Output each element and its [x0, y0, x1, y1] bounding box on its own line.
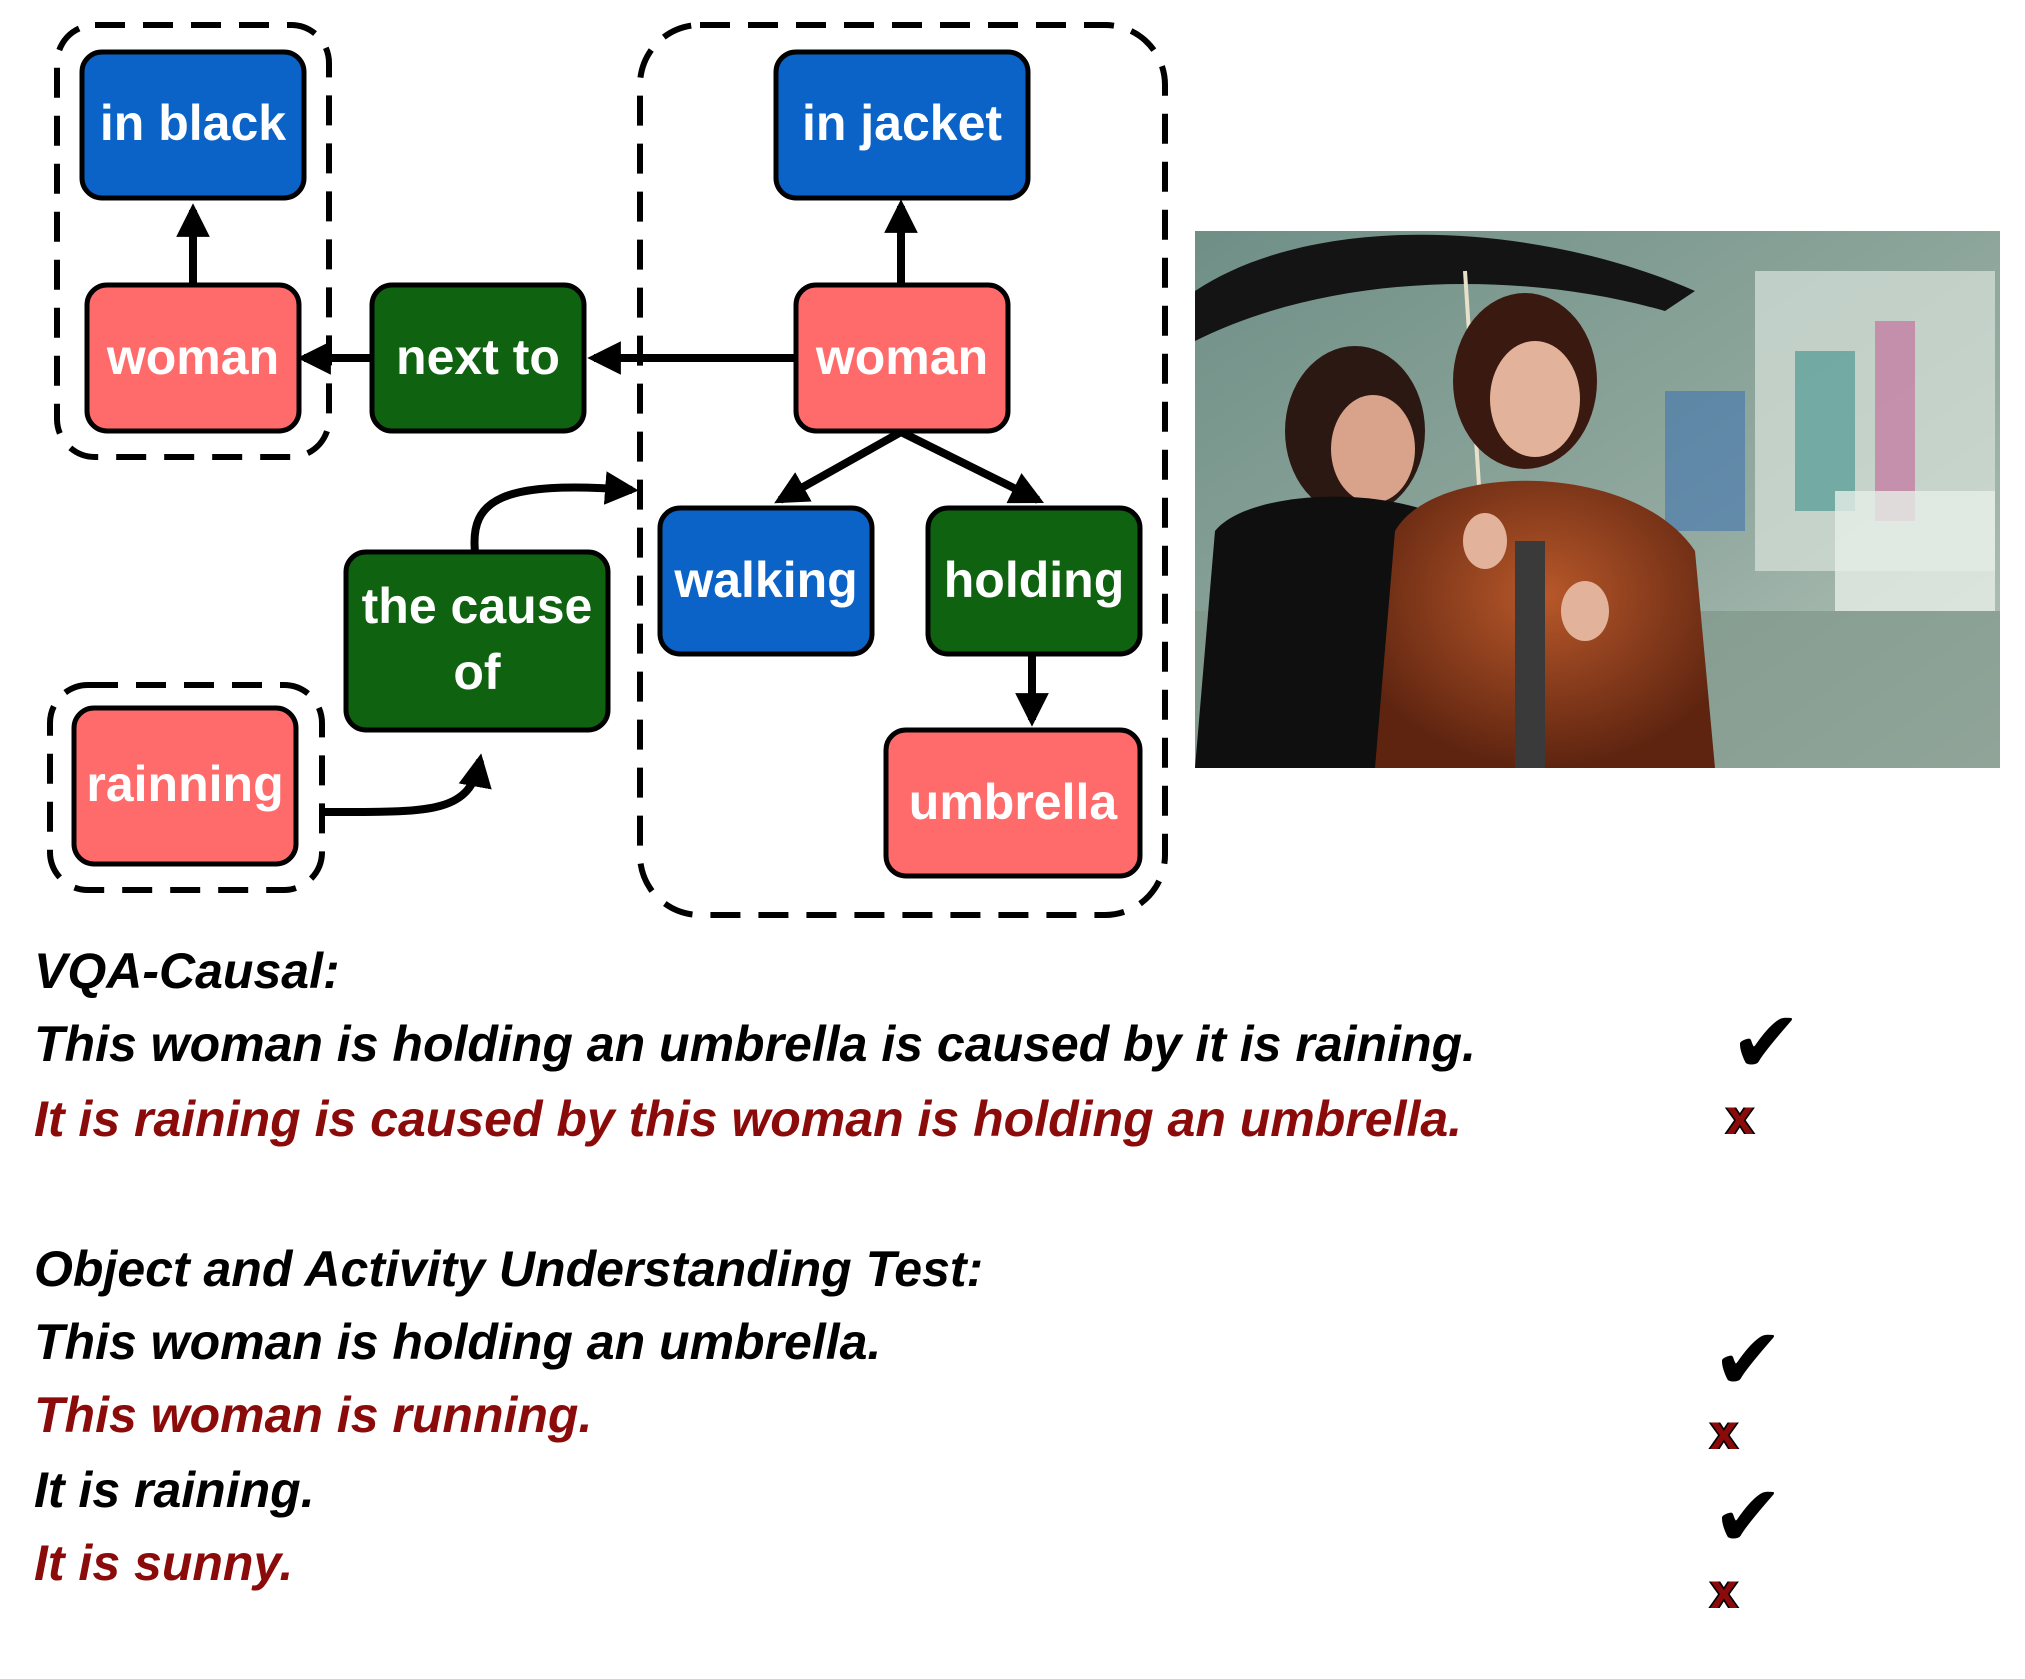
node-in-jacket: in jacket [773, 49, 1031, 201]
node-holding-label: holding [944, 552, 1125, 608]
oa-statement-running: This woman is running. [34, 1387, 593, 1443]
node-the-cause-of-label-line2: of [453, 644, 501, 700]
check-mark-icon: ✔ [1712, 1310, 1785, 1410]
node-the-cause-of-label-line1: the cause [362, 578, 593, 634]
node-next-to-label: next to [396, 329, 560, 385]
scene-graph-diagram: in black woman next to in jacket woman w… [47, 22, 1168, 918]
node-the-cause-of: the cause of [343, 549, 611, 733]
node-holding: holding [925, 505, 1143, 657]
cross-mark-icon: x [1726, 1089, 1754, 1145]
edge-woman-to-walking [774, 428, 903, 504]
node-woman-right: woman [793, 282, 1011, 434]
vqa-causal-statement-correct: This woman is holding an umbrella is cau… [34, 1016, 1476, 1072]
node-woman-left-label: woman [106, 329, 279, 385]
group-box-left-woman [54, 22, 332, 460]
node-next-to: next to [369, 282, 587, 434]
cross-mark-icon: x [1710, 1563, 1738, 1619]
object-activity-heading: Object and Activity Understanding Test: [34, 1241, 984, 1297]
node-umbrella-label: umbrella [909, 774, 1119, 830]
node-in-black-label: in black [100, 95, 286, 151]
node-walking-label: walking [673, 552, 857, 608]
check-mark-icon: ✔ [1712, 1467, 1785, 1567]
check-mark-icon: ✔ [1730, 993, 1803, 1093]
node-woman-left: woman [84, 282, 302, 434]
edge-woman-to-holding [899, 428, 1045, 504]
cross-mark-icon: x [1710, 1404, 1738, 1460]
oa-statement-sunny: It is sunny. [34, 1535, 294, 1591]
node-woman-right-label: woman [815, 329, 988, 385]
oa-statement-raining: It is raining. [34, 1462, 315, 1518]
photo-two-women-under-umbrella [1195, 231, 2000, 768]
node-in-black: in black [79, 49, 307, 201]
node-umbrella: umbrella [883, 727, 1143, 879]
group-box-rainning [47, 682, 325, 893]
vqa-causal-heading: VQA-Causal: [34, 943, 340, 999]
node-in-jacket-label: in jacket [802, 95, 1002, 151]
node-rainning: rainning [71, 705, 299, 867]
oa-statement-holding-umbrella: This woman is holding an umbrella. [34, 1314, 882, 1370]
node-walking: walking [657, 505, 875, 657]
vqa-causal-statement-wrong: It is raining is caused by this woman is… [34, 1091, 1463, 1147]
edge-cause-to-group [470, 471, 639, 553]
group-box-right-woman [637, 22, 1168, 918]
node-rainning-label: rainning [86, 756, 283, 812]
edge-rainning-to-cause [319, 753, 492, 817]
